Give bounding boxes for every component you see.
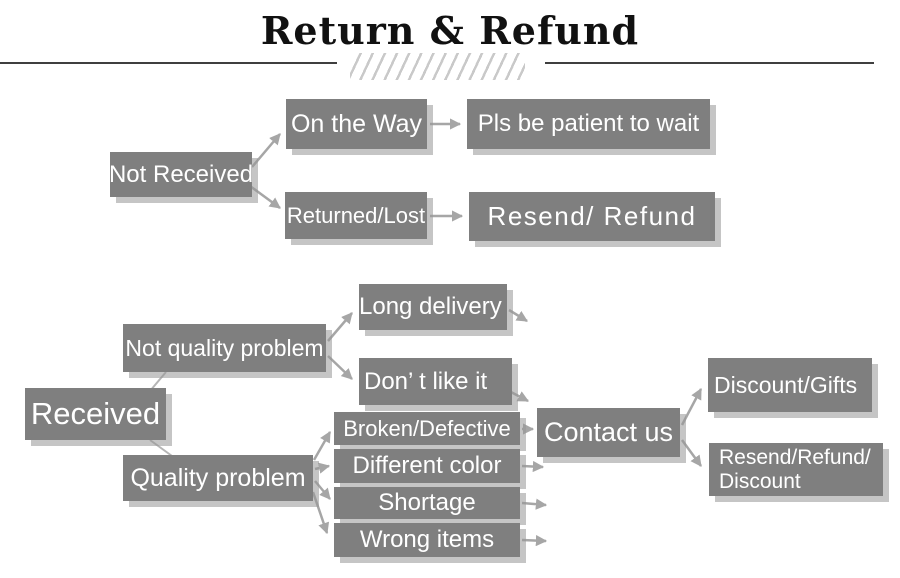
node-line-2: Discount [719, 469, 801, 493]
node-discount-gifts: Discount/Gifts [708, 358, 872, 412]
node-line-1: Resend/Refund/ [719, 445, 871, 469]
node-not-received: Not Received [110, 152, 252, 197]
node-resend-refund-discount: Resend/Refund/ Discount [709, 443, 883, 496]
node-pls-be-patient: Pls be patient to wait [467, 99, 710, 149]
node-returned-lost: Returned/Lost [285, 192, 427, 239]
hatch-marks [350, 53, 525, 80]
node-not-quality-problem: Not quality problem [123, 324, 326, 372]
node-contact-us: Contact us [537, 408, 680, 457]
node-shortage: Shortage [334, 487, 520, 519]
node-wrong-items: Wrong items [334, 523, 520, 557]
divider-line-right [545, 62, 874, 64]
node-resend-refund: Resend/ Refund [469, 192, 715, 241]
node-quality-problem: Quality problem [123, 455, 313, 501]
node-long-delivery: Long delivery [359, 284, 507, 330]
node-received: Received [25, 388, 166, 440]
node-dont-like-it: Don’ t like it [359, 358, 512, 405]
node-different-color: Different color [334, 449, 520, 483]
node-broken-defective: Broken/Defective [334, 412, 520, 445]
page-title: Return & Refund [260, 8, 640, 53]
divider-line-left [0, 62, 337, 64]
node-on-the-way: On the Way [286, 99, 427, 149]
